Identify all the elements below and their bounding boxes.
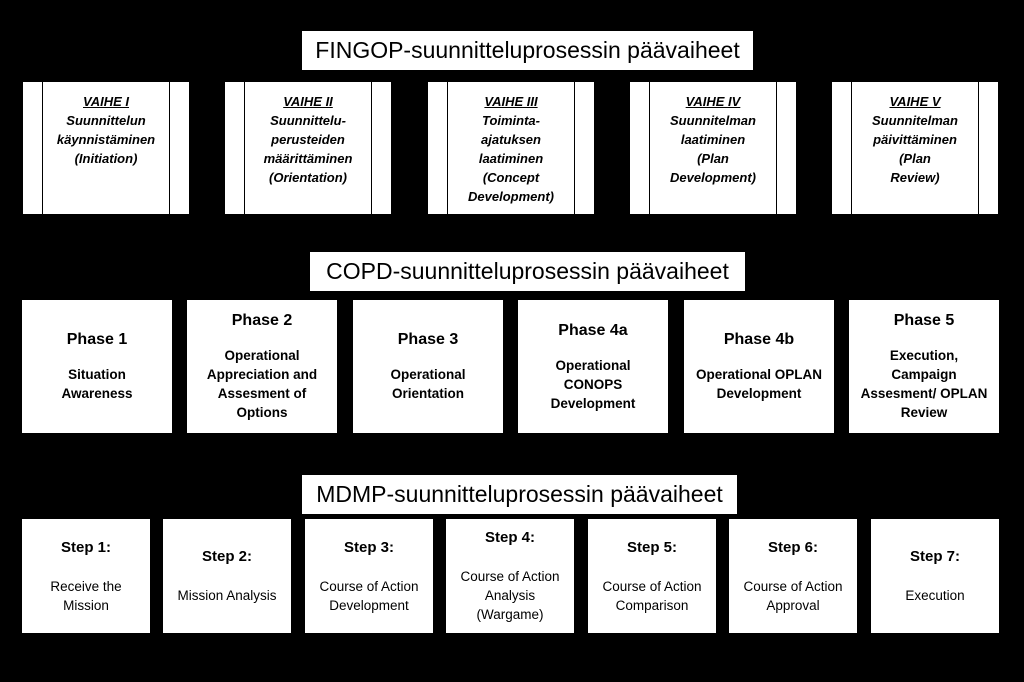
phase-heading: VAIHE IV: [685, 94, 741, 109]
phase-heading: Phase 4a: [558, 321, 628, 339]
step-text: Mission Analysis: [177, 588, 277, 603]
step-text: Receive the Mission: [50, 578, 122, 613]
right-bar: [574, 82, 594, 214]
mdmp-step-4: Step 4: Course of Action Analysis (Warga…: [446, 519, 574, 633]
phase-heading: VAIHE V: [889, 94, 941, 109]
phase-text: Operational OPLAN Development: [695, 367, 822, 401]
phase-heading: VAIHE II: [283, 94, 333, 109]
phase-text: Suunnittelun käynnistäminen (Initiation): [56, 113, 156, 166]
fingop-title: FINGOP-suunnitteluprosessin päävaiheet: [302, 31, 753, 70]
phase-heading: VAIHE I: [83, 94, 129, 109]
step-heading: Step 4:: [484, 529, 535, 546]
fingop-phase-3: VAIHE III Toiminta- ajatuksen laatiminen …: [427, 81, 595, 215]
fingop-phase-5: VAIHE V Suunnitelman päivittäminen (Plan …: [831, 81, 999, 215]
phase-heading: Phase 1: [66, 331, 128, 348]
phase-text: Operational CONOPS Development: [550, 357, 636, 411]
right-bar: [371, 82, 391, 214]
fingop-phase-2: VAIHE II Suunnittelu- perusteiden määritt…: [224, 81, 392, 215]
mdmp-step-2: Step 2: Mission Analysis: [163, 519, 291, 633]
phase-heading: VAIHE III: [484, 94, 538, 109]
copd-phase-1: Phase 1 Situation Awareness: [22, 300, 172, 433]
phase-heading: Phase 2: [231, 312, 293, 329]
step-text: Course of Action Development: [319, 578, 419, 613]
fingop-phase-4: VAIHE IV Suunnitelman laatiminen (Plan De…: [629, 81, 797, 215]
mdmp-step-1: Step 1: Receive the Mission: [22, 519, 150, 633]
right-bar: [169, 82, 189, 214]
step-heading: Step 3:: [343, 538, 394, 556]
fingop-phase-1: VAIHE I Suunnittelun käynnistäminen (Init…: [22, 81, 190, 215]
step-heading: Step 6:: [767, 538, 818, 556]
left-bar: [630, 82, 650, 214]
copd-phase-2: Phase 2 Operational Appreciation and Ass…: [187, 300, 337, 433]
step-heading: Step 1:: [60, 538, 111, 556]
copd-phase-3: Phase 3 Operational Orientation: [353, 300, 503, 433]
right-bar: [776, 82, 796, 214]
left-bar: [428, 82, 448, 214]
phase-text: Suunnitelman laatiminen (Plan Developmen…: [670, 113, 756, 185]
right-bar: [978, 82, 998, 214]
phase-text: Suunnittelu- perusteiden määrittäminen (…: [263, 113, 353, 185]
left-bar: [225, 82, 245, 214]
mdmp-step-5: Step 5: Course of Action Comparison: [588, 519, 716, 633]
step-text: Course of Action Approval: [743, 578, 843, 613]
phase-text: Execution, Campaign Assesment/ OPLAN Rev…: [860, 348, 988, 420]
copd-phase-5: Phase 5 Execution, Campaign Assesment/ O…: [849, 300, 999, 433]
copd-title: COPD-suunnitteluprosessin päävaiheet: [310, 252, 745, 291]
phase-heading: Phase 5: [893, 312, 955, 329]
copd-phase-4b: Phase 4b Operational OPLAN Development: [684, 300, 834, 433]
phase-text: Suunnitelman päivittäminen (Plan Review): [872, 113, 958, 185]
step-text: Course of Action Analysis (Wargame): [460, 569, 560, 622]
step-text: Course of Action Comparison: [602, 578, 702, 613]
mdmp-step-3: Step 3: Course of Action Development: [305, 519, 433, 633]
mdmp-title: MDMP-suunnitteluprosessin päävaiheet: [302, 475, 737, 514]
left-bar: [23, 82, 43, 214]
copd-phase-4a: Phase 4a Operational CONOPS Development: [518, 300, 668, 433]
phase-text: Situation Awareness: [61, 367, 133, 401]
phase-text: Toiminta- ajatuksen laatiminen (Concept …: [468, 113, 554, 204]
mdmp-step-6: Step 6: Course of Action Approval: [729, 519, 857, 633]
mdmp-step-7: Step 7: Execution: [871, 519, 999, 633]
left-bar: [832, 82, 852, 214]
phase-text: Operational Orientation: [390, 367, 466, 401]
phase-text: Operational Appreciation and Assesment o…: [206, 348, 318, 420]
step-text: Execution: [905, 588, 965, 603]
phase-heading: Phase 3: [397, 331, 459, 348]
step-heading: Step 5:: [626, 538, 677, 556]
step-heading: Step 7:: [909, 548, 960, 565]
phase-heading: Phase 4b: [723, 331, 795, 348]
step-heading: Step 2:: [201, 548, 252, 565]
